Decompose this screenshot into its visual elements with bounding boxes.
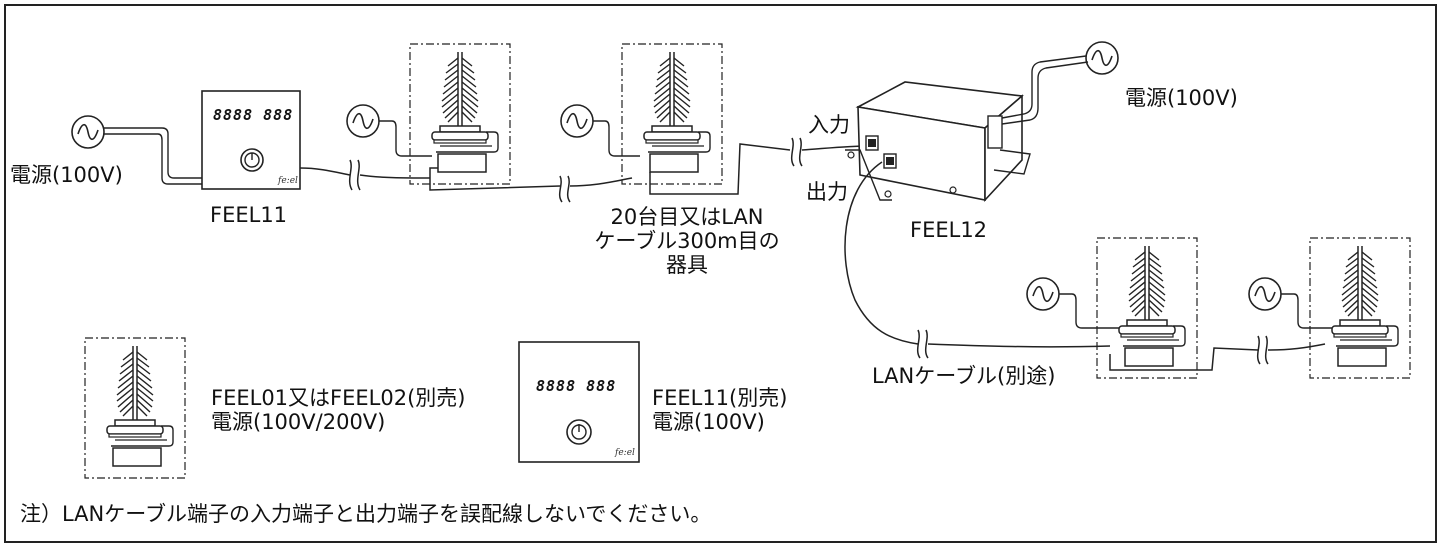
ac-power-icon (1248, 277, 1282, 311)
fixture-icon (84, 337, 186, 479)
fixture-icon (1096, 237, 1198, 379)
lan-cable-label: LANケーブル(別途) (872, 364, 1056, 388)
device20-label-1: 20台目又はLAN (610, 205, 764, 229)
legend-controller-brand: fe:el (615, 448, 635, 458)
ac-power-icon (1026, 277, 1060, 311)
legend-feel11-label-2: 電源(100V) (652, 410, 765, 434)
feel11-caption: FEEL11 (210, 203, 288, 227)
legend-feel01-label-1: FEEL01又はFEEL02(別売) (211, 386, 466, 410)
device20-label-2: ケーブル300m目の (594, 229, 780, 253)
feel12-caption: FEEL12 (910, 218, 988, 242)
fixture-icon (409, 43, 511, 185)
hub-box-icon (845, 81, 1031, 203)
output-label: 出力 (806, 180, 848, 204)
fixture-icon (621, 43, 723, 185)
legend-feel01-label-2: 電源(100V/200V) (211, 410, 386, 434)
power-cord (104, 127, 204, 185)
controller-brand: fe:el (278, 176, 298, 186)
device20-label-3: 器具 (666, 253, 708, 277)
power-label-hub: 電源(100V) (1125, 86, 1238, 110)
legend-controller-display: 8888 888 (536, 377, 617, 395)
fixture-icon (1309, 237, 1411, 379)
ac-power-icon (560, 104, 594, 138)
lan-cable (299, 159, 431, 191)
feel11-controller (201, 90, 301, 190)
legend-feel11-label-1: FEEL11(別売) (652, 386, 788, 410)
controller-display: 8888 888 (213, 106, 294, 124)
ac-power-icon (346, 104, 380, 138)
ac-power-icon (71, 115, 105, 149)
wiring-note: 注）LANケーブル端子の入力端子と出力端子を誤配線しないでください。 (20, 502, 712, 526)
ac-power-icon (1085, 41, 1119, 75)
power-label-left: 電源(100V) (10, 163, 123, 187)
legend-feel11 (518, 341, 640, 463)
input-label: 入力 (808, 113, 850, 137)
